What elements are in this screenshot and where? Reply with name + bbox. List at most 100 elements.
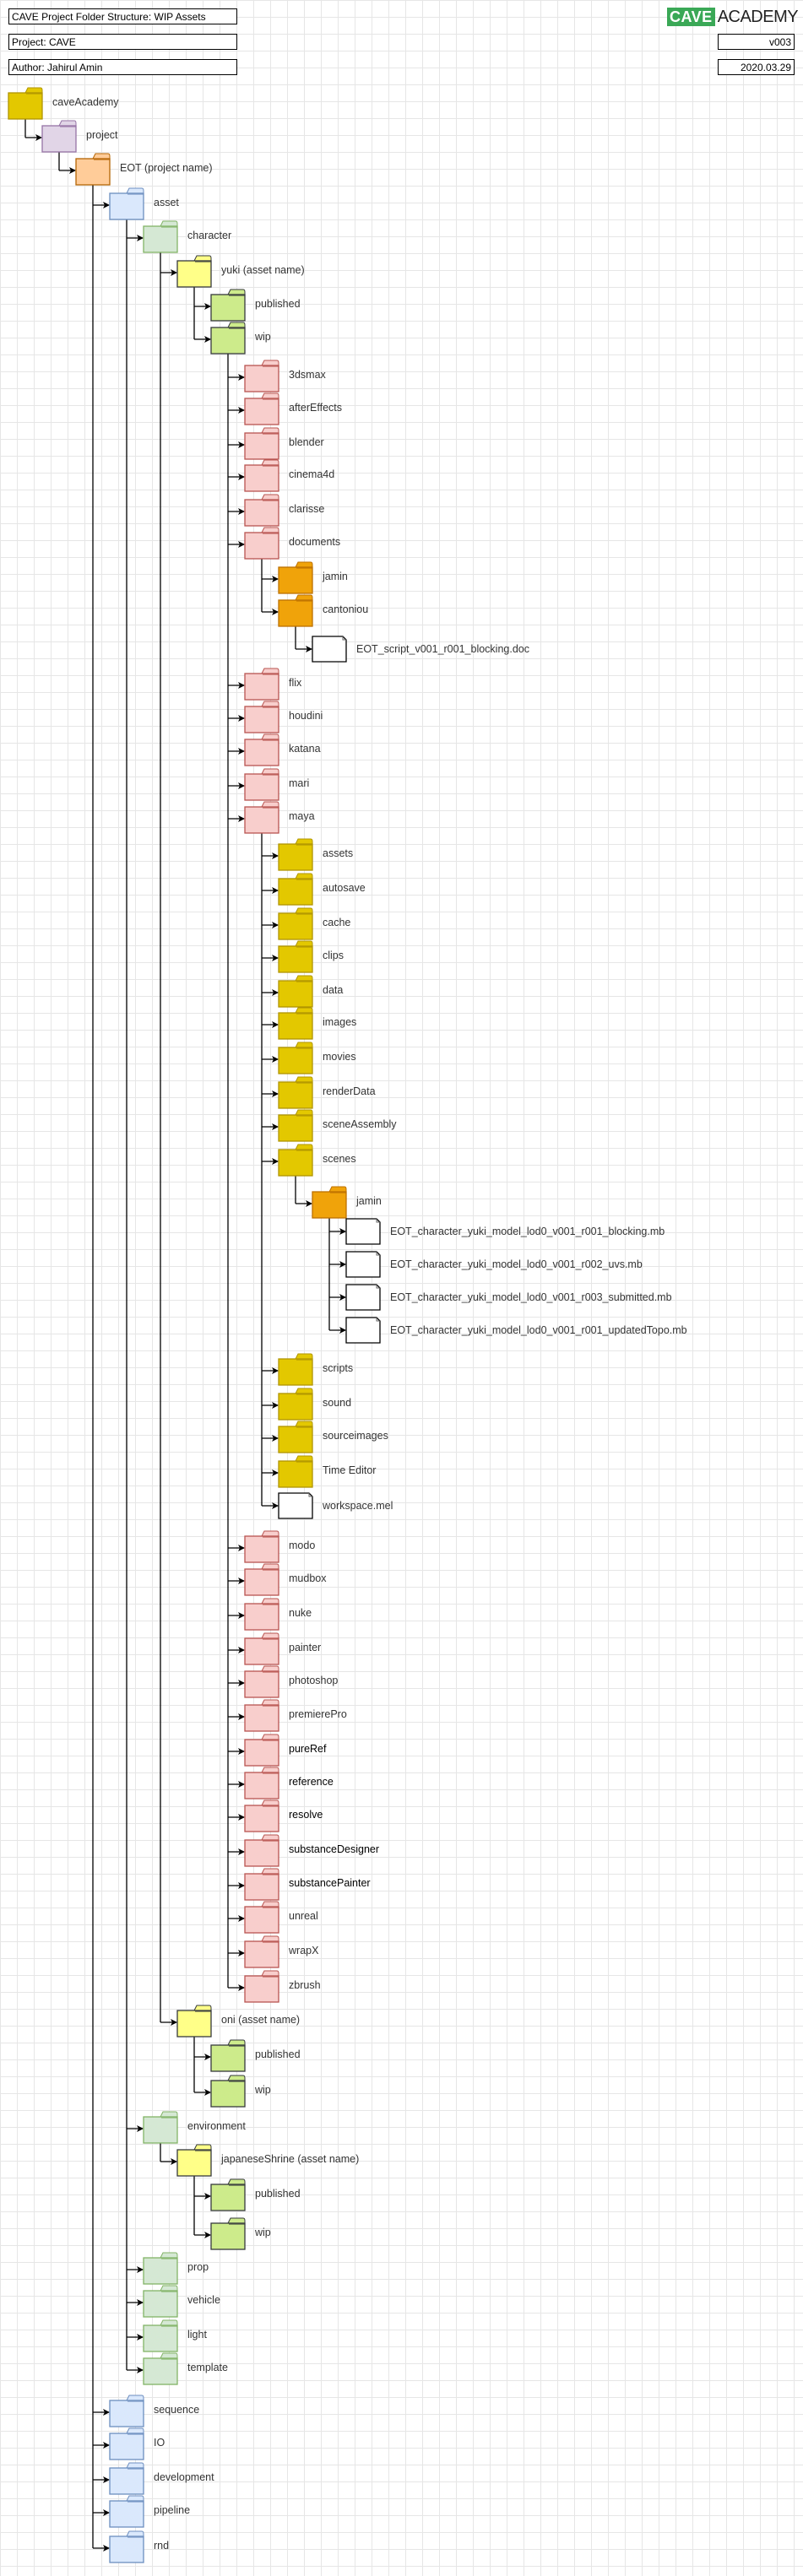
folder-icon[interactable] [244, 1598, 279, 1631]
folder-icon[interactable] [244, 1834, 279, 1867]
folder-label-jamin[interactable]: jamin [356, 1195, 382, 1207]
folder-icon[interactable] [278, 975, 313, 1008]
folder-icon[interactable] [109, 2395, 144, 2427]
folder-label-development[interactable]: development [154, 2471, 214, 2483]
folder-icon[interactable] [244, 427, 279, 460]
folder-icon[interactable] [210, 322, 246, 354]
folder-label-environment[interactable]: environment [187, 2120, 246, 2132]
folder-icon[interactable] [244, 494, 279, 527]
folder-label-oni-asset-name[interactable]: oni (asset name) [221, 2014, 301, 2026]
folder-icon[interactable] [278, 561, 313, 594]
file-icon[interactable] [345, 1251, 381, 1278]
folder-icon[interactable] [109, 2530, 144, 2563]
folder-icon[interactable] [244, 1901, 279, 1934]
folder-icon[interactable] [109, 187, 144, 220]
folder-icon[interactable] [278, 1144, 313, 1177]
folder-icon[interactable] [244, 1632, 279, 1665]
folder-label-unreal[interactable]: unreal [289, 1910, 318, 1922]
folder-icon[interactable] [143, 2285, 178, 2318]
folder-icon[interactable] [244, 459, 279, 492]
folder-label-cache[interactable]: cache [323, 917, 351, 928]
folder-icon[interactable] [143, 2252, 178, 2285]
folder-label-light[interactable]: light [187, 2329, 207, 2341]
file-icon[interactable] [345, 1218, 381, 1245]
file-icon[interactable] [345, 1317, 381, 1344]
folder-icon[interactable] [109, 2427, 144, 2460]
folder-icon[interactable] [244, 1734, 279, 1767]
folder-label-aftereffects[interactable]: afterEffects [289, 402, 342, 414]
folder-icon[interactable] [278, 907, 313, 940]
file-label-workspace-mel[interactable]: workspace.mel [323, 1500, 393, 1512]
folder-label-photoshop[interactable]: photoshop [289, 1675, 339, 1686]
folder-icon[interactable] [278, 1388, 313, 1421]
folder-icon[interactable] [176, 2005, 212, 2038]
folder-label-japaneseshrine-asset-name[interactable]: japaneseShrine (asset name) [221, 2153, 360, 2165]
folder-label-scenes[interactable]: scenes [323, 1153, 356, 1165]
folder-label-wip[interactable]: wip [255, 2084, 271, 2096]
folder-label-character[interactable]: character [187, 230, 232, 241]
file-icon[interactable] [345, 1284, 381, 1311]
folder-label-premierepro[interactable]: premierePro [289, 1708, 347, 1720]
folder-icon[interactable] [278, 1421, 313, 1453]
folder-label-prop[interactable]: prop [187, 2261, 209, 2273]
file-label-eot-character-yuki-model-lod0-v001-r001-blocking-mb[interactable]: EOT_character_yuki_model_lod0_v001_r001_… [390, 1226, 665, 1237]
folder-label-movies[interactable]: movies [323, 1051, 356, 1063]
folder-label-template[interactable]: template [187, 2362, 228, 2373]
folder-label-clips[interactable]: clips [323, 950, 345, 961]
folder-icon[interactable] [244, 527, 279, 560]
folder-label-reference[interactable]: reference [289, 1776, 334, 1788]
folder-label-scripts[interactable]: scripts [323, 1362, 354, 1374]
folder-icon[interactable] [312, 1186, 347, 1219]
folder-icon[interactable] [109, 2495, 144, 2528]
folder-icon[interactable] [278, 1455, 313, 1488]
folder-label-project[interactable]: project [86, 129, 118, 141]
folder-label-assets[interactable]: assets [323, 847, 354, 859]
folder-label-sceneassembly[interactable]: sceneAssembly [323, 1118, 397, 1130]
folder-icon[interactable] [278, 1076, 313, 1109]
folder-label-eot-project-name[interactable]: EOT (project name) [120, 162, 213, 174]
folder-label-substancedesigner[interactable]: substanceDesigner [289, 1843, 380, 1855]
folder-icon[interactable] [75, 153, 111, 186]
folder-label-substancepainter[interactable]: substancePainter [289, 1877, 371, 1889]
folder-label-images[interactable]: images [323, 1016, 357, 1028]
folder-label-katana[interactable]: katana [289, 743, 321, 755]
folder-icon[interactable] [244, 1799, 279, 1832]
folder-icon[interactable] [210, 2178, 246, 2211]
folder-icon[interactable] [278, 1007, 313, 1040]
folder-label-clarisse[interactable]: clarisse [289, 503, 325, 515]
folder-icon[interactable] [244, 801, 279, 834]
folder-icon[interactable] [143, 220, 178, 253]
folder-icon[interactable] [210, 289, 246, 322]
file-label-eot-character-yuki-model-lod0-v001-r001-updatedtopo-mb[interactable]: EOT_character_yuki_model_lod0_v001_r001_… [390, 1324, 687, 1336]
folder-icon[interactable] [278, 1109, 313, 1142]
file-label-eot-character-yuki-model-lod0-v001-r003-submitted-mb[interactable]: EOT_character_yuki_model_lod0_v001_r003_… [390, 1291, 672, 1303]
folder-icon[interactable] [244, 1868, 279, 1901]
folder-icon[interactable] [278, 594, 313, 627]
folder-label-wip[interactable]: wip [255, 331, 271, 343]
folder-icon[interactable] [244, 1935, 279, 1968]
folder-label-wrapx[interactable]: wrapX [289, 1945, 319, 1956]
file-label-eot-character-yuki-model-lod0-v001-r002-uvs-mb[interactable]: EOT_character_yuki_model_lod0_v001_r002_… [390, 1258, 643, 1270]
folder-label-asset[interactable]: asset [154, 197, 179, 208]
folder-icon[interactable] [143, 2111, 178, 2144]
folder-label-vehicle[interactable]: vehicle [187, 2294, 220, 2306]
folder-label-published[interactable]: published [255, 2188, 301, 2200]
folder-label-nuke[interactable]: nuke [289, 1607, 312, 1619]
folder-icon[interactable] [210, 2075, 246, 2108]
folder-label-yuki-asset-name[interactable]: yuki (asset name) [221, 264, 305, 276]
folder-label-rnd[interactable]: rnd [154, 2540, 170, 2552]
folder-label-pureref[interactable]: pureRef [289, 1743, 327, 1755]
folder-label-maya[interactable]: maya [289, 810, 315, 822]
folder-label-sourceimages[interactable]: sourceimages [323, 1430, 388, 1442]
folder-label-zbrush[interactable]: zbrush [289, 1979, 321, 1991]
folder-icon[interactable] [278, 838, 313, 871]
folder-icon[interactable] [143, 2352, 178, 2385]
folder-icon[interactable] [244, 360, 279, 392]
folder-icon[interactable] [244, 768, 279, 801]
folder-icon[interactable] [244, 1665, 279, 1698]
folder-icon[interactable] [244, 668, 279, 701]
folder-label-jamin[interactable]: jamin [323, 571, 348, 582]
folder-label-modo[interactable]: modo [289, 1540, 316, 1551]
file-icon[interactable] [312, 636, 347, 663]
folder-label-sequence[interactable]: sequence [154, 2404, 200, 2416]
